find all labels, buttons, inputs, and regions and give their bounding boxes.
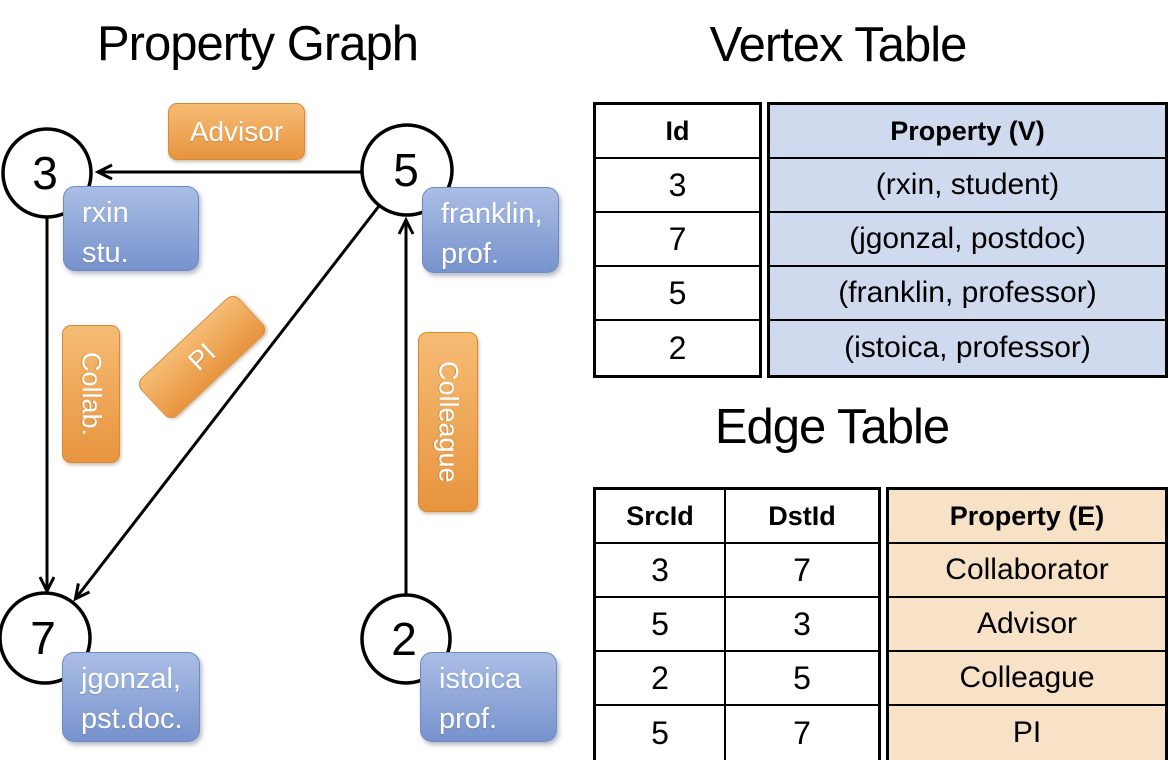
node-id-2: 2 <box>391 613 417 665</box>
edge-src-cell: 5 <box>596 706 726 760</box>
table-row: (jgonzal, postdoc) <box>770 213 1165 267</box>
edge-label-advisor: Advisor <box>168 103 305 160</box>
vertex-table-id-column: Id 3 7 5 2 <box>593 102 762 378</box>
table-row: Colleague <box>889 652 1165 706</box>
vertex-box-rxin: rxin stu. <box>63 186 199 271</box>
vertex-box-line2: pst.doc. <box>81 703 183 735</box>
edge-table-header-row: Property (E) <box>889 490 1165 544</box>
vertex-property-cell: (jgonzal, postdoc) <box>849 222 1086 255</box>
edge-src-cell: 5 <box>596 598 726 650</box>
vertex-table-title: Vertex Table <box>709 18 968 72</box>
vertex-property-cell: (rxin, student) <box>875 168 1060 201</box>
table-row: 2 <box>596 321 759 375</box>
edge-property-cell: Colleague <box>959 661 1095 694</box>
edge-dst-cell: 3 <box>793 605 811 642</box>
table-row: Advisor <box>889 598 1165 652</box>
edge-pi-5-to-7 <box>76 205 381 598</box>
table-row: 5 3 <box>596 598 878 652</box>
vertex-table-header-id: Id <box>665 115 690 146</box>
vertex-table-property-column: Property (V) (rxin, student) (jgonzal, p… <box>767 102 1168 378</box>
edge-table-id-columns: SrcId DstId 3 7 5 3 2 5 5 7 <box>593 487 881 760</box>
vertex-box-jgonzal: jgonzal, pst.doc. <box>62 652 200 742</box>
edge-table-header-property: Property (E) <box>949 500 1105 531</box>
edge-dst-cell: 5 <box>793 659 811 696</box>
table-row: 7 <box>596 213 759 267</box>
vertex-table-header-row: Id <box>596 105 759 159</box>
vertex-box-line2: prof. <box>441 238 500 270</box>
node-id-7: 7 <box>30 612 56 664</box>
vertex-box-line2: stu. <box>82 237 129 269</box>
table-row: 3 <box>596 159 759 213</box>
table-row: (istoica, professor) <box>770 321 1165 375</box>
node-id-5: 5 <box>393 144 419 196</box>
vertex-id-cell: 5 <box>668 274 687 311</box>
vertex-box-line2: prof. <box>439 703 498 735</box>
table-row: PI <box>889 706 1165 760</box>
vertex-table-header-property: Property (V) <box>890 115 1045 146</box>
table-row: 2 5 <box>596 652 878 706</box>
edge-property-cell: PI <box>1012 716 1042 749</box>
node-id-3: 3 <box>32 147 58 199</box>
edge-src-cell: 3 <box>596 544 726 596</box>
vertex-table-header-row: Property (V) <box>770 105 1165 159</box>
vertex-box-line1: rxin <box>82 197 129 229</box>
table-row: (rxin, student) <box>770 159 1165 213</box>
edge-src-cell: 2 <box>596 652 726 704</box>
edge-table-property-column: Property (E) Collaborator Advisor Collea… <box>886 487 1168 760</box>
edge-table-title: Edge Table <box>714 400 950 454</box>
vertex-box-line1: franklin, <box>441 198 543 230</box>
edge-table: SrcId DstId 3 7 5 3 2 5 5 7 Property (E) <box>593 487 1168 760</box>
vertex-table: Id 3 7 5 2 Property (V) (rxin, student) <box>593 102 1168 378</box>
vertex-id-cell: 3 <box>668 166 687 203</box>
table-row: 5 7 <box>596 706 878 760</box>
vertex-id-cell: 2 <box>668 329 687 366</box>
edge-table-header-row: SrcId DstId <box>596 490 878 544</box>
edge-table-header-dst: DstId <box>768 500 836 531</box>
property-graph-title: Property Graph <box>97 17 419 71</box>
vertex-property-cell: (istoica, professor) <box>844 331 1091 364</box>
vertex-box-line1: istoica <box>439 663 522 695</box>
vertex-box-istoica: istoica prof. <box>420 652 557 742</box>
vertex-property-cell: (franklin, professor) <box>838 276 1097 309</box>
edge-label-collab: Collab. <box>62 325 120 463</box>
table-row: 5 <box>596 267 759 321</box>
vertex-box-line1: jgonzal, <box>81 663 181 695</box>
table-row: Collaborator <box>889 544 1165 598</box>
table-row: 3 7 <box>596 544 878 598</box>
vertex-box-franklin: franklin, prof. <box>422 187 559 273</box>
table-row: (franklin, professor) <box>770 267 1165 321</box>
edge-property-cell: Advisor <box>976 607 1078 640</box>
edge-table-header-src: SrcId <box>596 490 726 542</box>
vertex-id-cell: 7 <box>668 220 687 257</box>
edge-dst-cell: 7 <box>793 551 811 588</box>
edge-dst-cell: 7 <box>793 714 811 751</box>
edge-label-colleague: Colleague <box>418 332 478 512</box>
edge-property-cell: Collaborator <box>945 553 1109 586</box>
